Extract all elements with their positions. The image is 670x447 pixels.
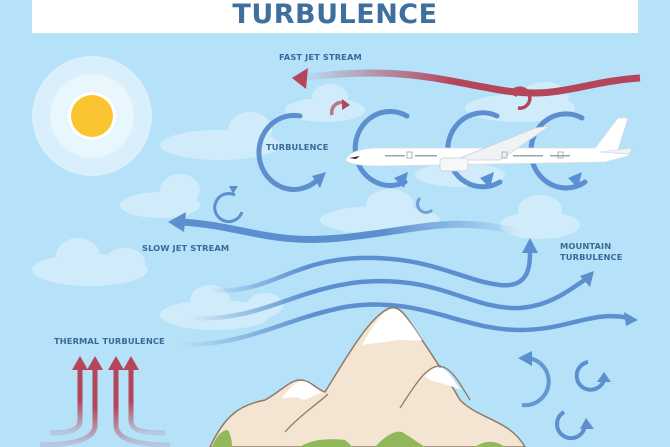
curved-arrow-icon (521, 356, 606, 441)
slow-jet-stream-arrow (168, 212, 521, 243)
airplane-icon (345, 117, 633, 172)
label-mountain-turbulence-line1: MOUNTAIN (560, 241, 612, 251)
mountain-wind-streams (177, 247, 633, 348)
curved-arrow-icon (329, 86, 532, 116)
curl-arrowheads (518, 351, 611, 429)
turbulence-arrowheads (312, 172, 582, 188)
label-turbulence: TURBULENCE (266, 142, 329, 152)
thermal-arrows (39, 370, 171, 447)
title-banner: TURBULENCE (32, 0, 638, 33)
label-mountain-turbulence-line2: TURBULENCE (560, 252, 623, 262)
label-mountain-turbulence: MOUNTAIN TURBULENCE (560, 241, 623, 263)
curved-arrow-icon (213, 186, 434, 223)
label-slow-jet-stream: SLOW JET STREAM (142, 243, 230, 253)
label-thermal-turbulence: THERMAL TURBULENCE (54, 336, 165, 346)
wind-arrowheads (522, 238, 638, 326)
page-title: TURBULENCE (232, 0, 438, 30)
label-fast-jet-stream: FAST JET STREAM (279, 52, 362, 62)
thermal-arrowheads (72, 356, 139, 370)
fast-jet-stream-arrow (292, 68, 641, 97)
mountain-icon (209, 306, 526, 447)
sun-icon (32, 56, 152, 176)
